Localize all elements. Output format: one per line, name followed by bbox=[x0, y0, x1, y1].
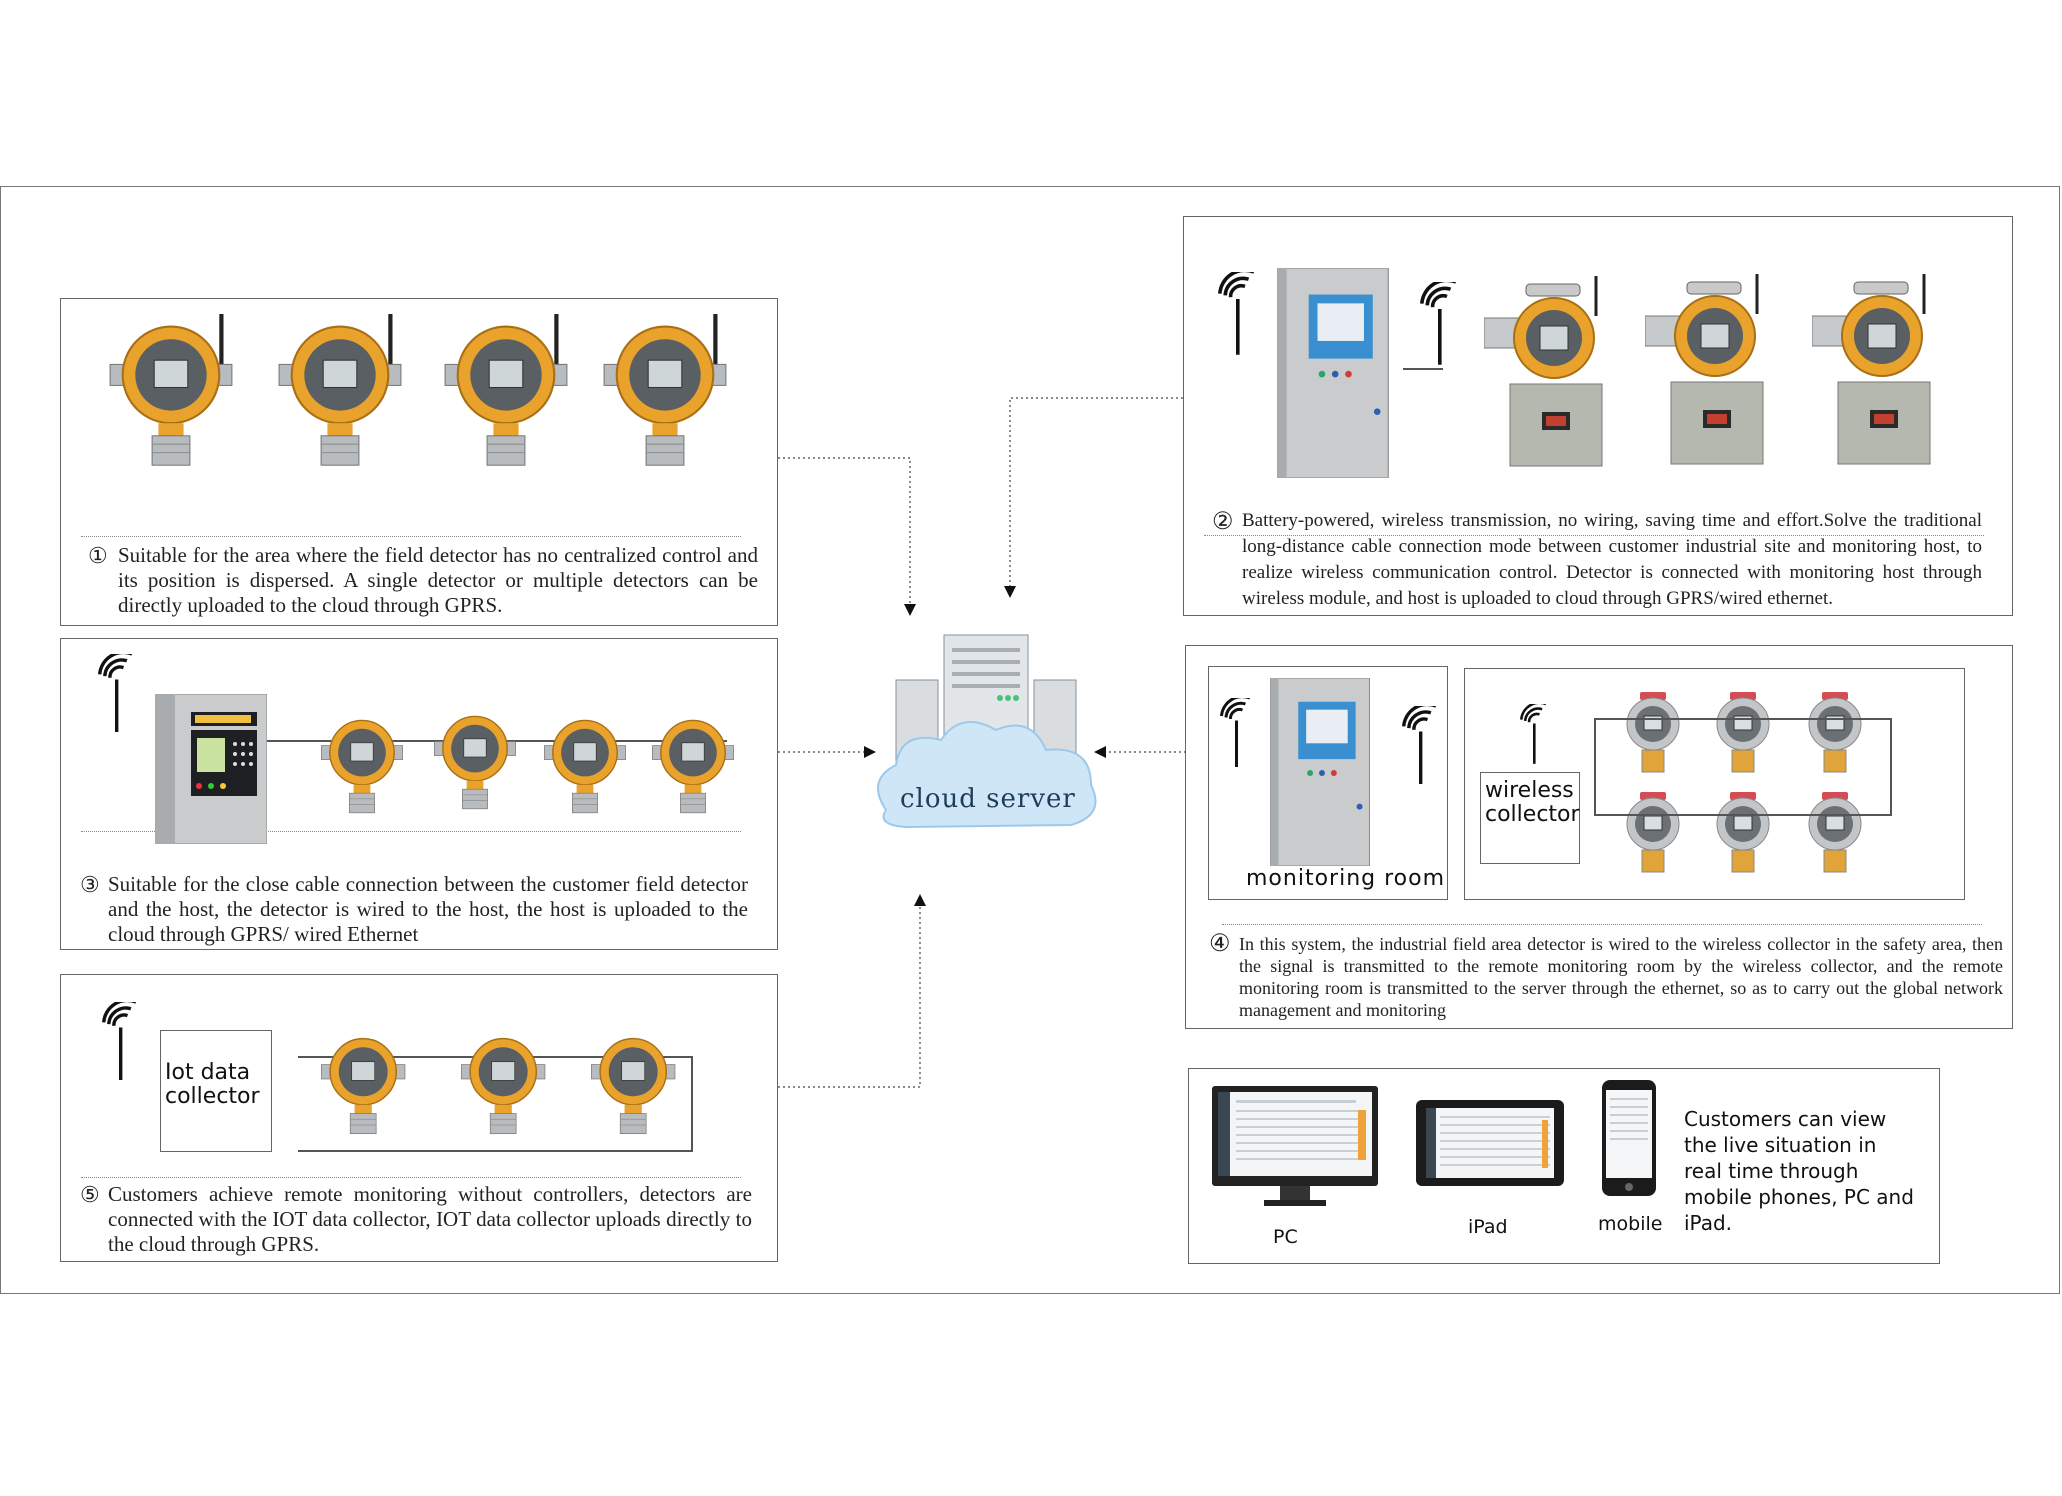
step-number: ① bbox=[88, 543, 108, 568]
wireless-signal-icon bbox=[1520, 701, 1549, 769]
wired-host-controller-icon bbox=[154, 693, 268, 849]
wireless-signal-icon bbox=[102, 998, 139, 1085]
cable-line bbox=[1594, 718, 1892, 816]
cloud-server-icon bbox=[866, 630, 1106, 840]
panel-2-description: ② Battery-powered, wireless transmission… bbox=[1212, 508, 1982, 612]
ipad-icon bbox=[1416, 1100, 1564, 1191]
gas-detector-icon bbox=[602, 314, 728, 477]
gas-detector-icon bbox=[277, 314, 403, 477]
panel-4-text: In this system, the industrial field are… bbox=[1239, 934, 2003, 1020]
wireless-collector-box: wireless collector bbox=[1480, 772, 1580, 864]
divider bbox=[1204, 535, 1984, 536]
ipad-label: iPad bbox=[1468, 1216, 1508, 1238]
step-number: ④ bbox=[1209, 931, 1231, 957]
monitoring-host-cabinet-icon bbox=[1263, 267, 1403, 483]
monitoring-room-label: monitoring room bbox=[1246, 866, 1446, 891]
cloud-server-label: cloud server bbox=[900, 784, 1076, 814]
divider bbox=[81, 831, 741, 832]
wireless-gas-detector-icon bbox=[1644, 274, 1783, 477]
panel-2-text: Battery-powered, wireless transmission, … bbox=[1242, 510, 1982, 609]
cable-line bbox=[1403, 368, 1443, 370]
wireless-signal-icon bbox=[1220, 695, 1253, 772]
step-number: ② bbox=[1212, 509, 1234, 535]
gas-detector-icon bbox=[108, 314, 234, 477]
pc-monitor-icon bbox=[1212, 1086, 1378, 1215]
wireless-signal-icon bbox=[1420, 278, 1460, 370]
wireless-gas-detector-icon bbox=[1811, 274, 1950, 477]
devices-description: Customers can view the live situation in… bbox=[1684, 1107, 1914, 1235]
gas-detector-icon bbox=[443, 314, 569, 477]
pc-label: PC bbox=[1273, 1226, 1298, 1248]
gas-detector-icon bbox=[543, 712, 627, 822]
panel-3-text: Suitable for the close cable connection … bbox=[108, 872, 748, 946]
gas-detector-icon bbox=[651, 712, 735, 822]
divider bbox=[81, 1177, 741, 1178]
diagram-frame bbox=[0, 186, 2060, 1294]
panel-1-description: ① Suitable for the area where the field … bbox=[88, 543, 758, 618]
step-number: ③ bbox=[80, 872, 100, 897]
panel-5-text: Customers achieve remote monitoring with… bbox=[108, 1182, 752, 1256]
gas-detector-icon bbox=[460, 1030, 546, 1143]
panel-5-description: ⑤ Customers achieve remote monitoring wi… bbox=[80, 1182, 752, 1257]
mobile-label: mobile bbox=[1598, 1213, 1663, 1235]
gas-detector-icon bbox=[320, 1030, 406, 1143]
panel-1-text: Suitable for the area where the field de… bbox=[118, 543, 758, 617]
panel-4-description: ④ In this system, the industrial field a… bbox=[1209, 932, 2003, 1021]
wireless-gas-detector-icon bbox=[1483, 276, 1622, 479]
gas-detector-icon bbox=[433, 708, 517, 818]
monitoring-host-cabinet-icon bbox=[1258, 677, 1382, 871]
panel-3-description: ③ Suitable for the close cable connectio… bbox=[80, 872, 748, 947]
step-number: ⑤ bbox=[80, 1182, 100, 1207]
gas-detector-icon bbox=[320, 712, 404, 822]
divider bbox=[1222, 924, 1982, 925]
field-detector-icon bbox=[1620, 692, 1686, 781]
wireless-signal-icon bbox=[1402, 702, 1439, 789]
wireless-signal-icon bbox=[98, 650, 135, 737]
gas-detector-icon bbox=[590, 1030, 676, 1143]
iot-collector-box: Iot data collector bbox=[160, 1030, 272, 1152]
wireless-signal-icon bbox=[1218, 268, 1258, 360]
field-detector-icon bbox=[1710, 692, 1776, 781]
divider bbox=[81, 536, 741, 537]
mobile-phone-icon bbox=[1602, 1080, 1656, 1201]
